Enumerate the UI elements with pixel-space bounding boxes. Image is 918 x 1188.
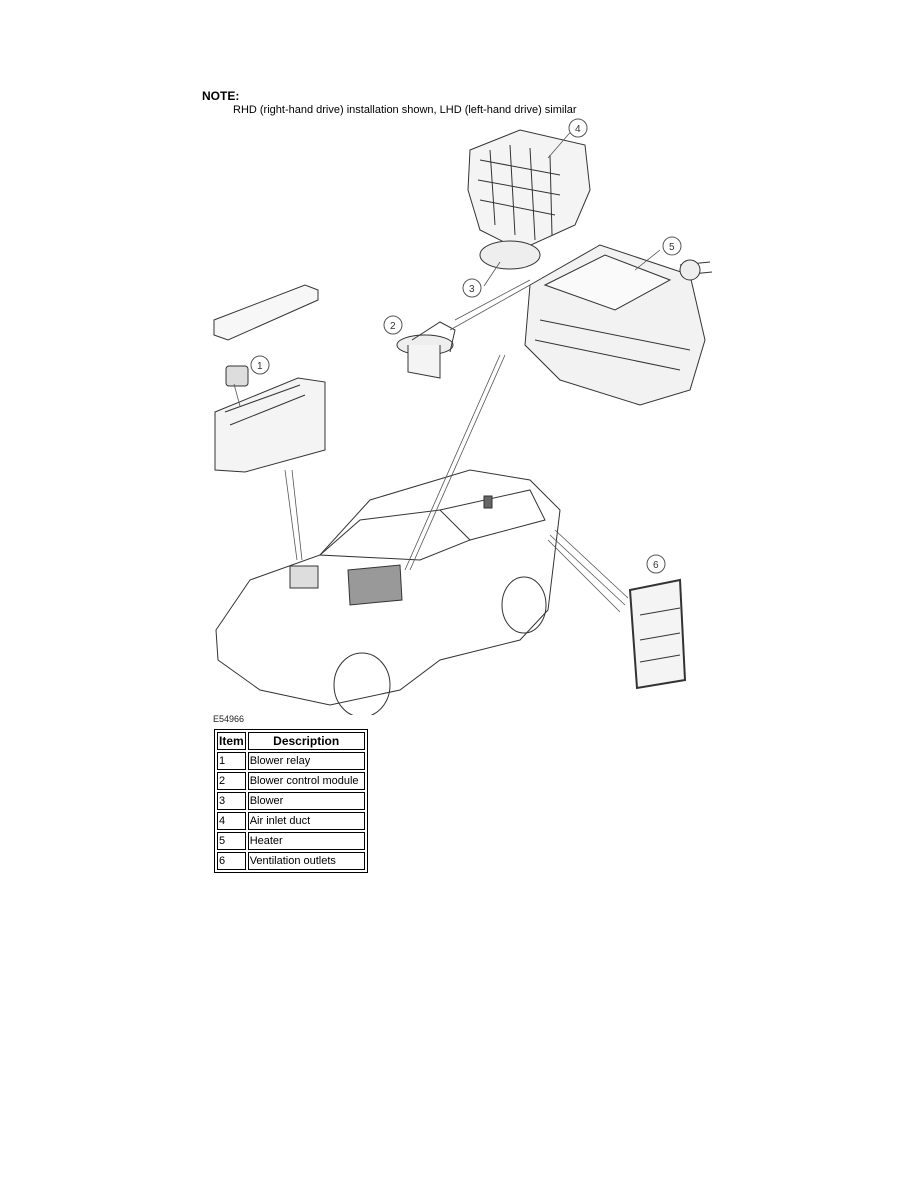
row-description: Heater	[247, 832, 365, 850]
header-description: Description	[247, 732, 365, 750]
air-inlet-duct-drawing	[467, 129, 591, 270]
ventilation-outlet-drawing	[628, 578, 687, 690]
svg-text:6: 6	[653, 560, 659, 571]
svg-text:1: 1	[257, 361, 263, 372]
row-item: 2	[217, 772, 246, 790]
table-row: 6 Ventilation outlets	[217, 852, 365, 870]
row-item: 3	[217, 792, 246, 810]
figure-id: E54966	[213, 714, 245, 724]
svg-text:4: 4	[575, 124, 581, 135]
table-row: 4 Air inlet duct	[217, 812, 365, 830]
hvac-component-location-illustration: 1 2 3 4 5 6	[200, 115, 740, 718]
callout-2: 2	[383, 315, 403, 335]
table-row: 5 Heater	[217, 832, 365, 850]
blower-control-module-drawing	[396, 321, 456, 379]
heater-drawing	[524, 244, 713, 406]
leader-lines	[233, 127, 661, 613]
row-description: Air inlet duct	[247, 812, 365, 830]
vehicle-drawing	[215, 469, 561, 718]
svg-text:5: 5	[669, 242, 675, 253]
fuse-box-drawing	[213, 284, 326, 473]
svg-text:3: 3	[469, 284, 475, 295]
callout-1: 1	[250, 355, 270, 375]
parts-table: Item Description 1 Blower relay 2 Blower…	[214, 729, 368, 873]
table-row: 2 Blower control module	[217, 772, 365, 790]
callout-4: 4	[568, 118, 588, 138]
table-row: 1 Blower relay	[217, 752, 365, 770]
row-description: Blower	[247, 792, 365, 810]
table-header-row: Item Description	[217, 732, 365, 750]
row-item: 4	[217, 812, 246, 830]
row-description: Ventilation outlets	[247, 852, 365, 870]
callout-3: 3	[462, 278, 482, 298]
table-row: 3 Blower	[217, 792, 365, 810]
row-item: 1	[217, 752, 246, 770]
row-item: 5	[217, 832, 246, 850]
row-description: Blower control module	[247, 772, 365, 790]
note-label: NOTE:	[202, 89, 240, 103]
note-text: RHD (right-hand drive) installation show…	[233, 104, 577, 116]
callout-6: 6	[646, 554, 666, 574]
row-description: Blower relay	[247, 752, 365, 770]
row-item: 6	[217, 852, 246, 870]
header-item: Item	[217, 732, 246, 750]
svg-text:2: 2	[390, 321, 396, 332]
callout-5: 5	[662, 236, 682, 256]
